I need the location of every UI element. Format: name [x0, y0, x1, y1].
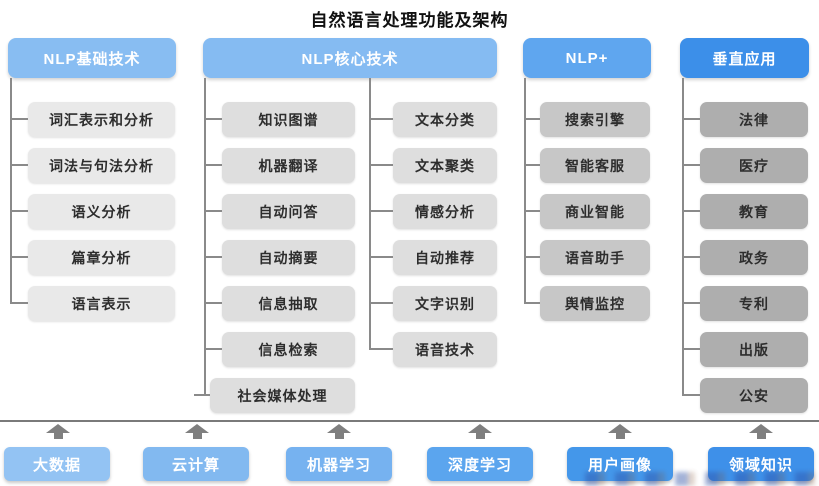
diagram-node: 文本分类 [371, 102, 497, 137]
column-vertical-app-items: 法律 医疗 教育 政务 专利 出版 公安 [684, 102, 808, 424]
up-arrow-icon [46, 424, 70, 439]
connector-line [682, 78, 684, 396]
diagram-node: 语音助手 [526, 240, 650, 275]
column-header-nlp-core: NLP核心技术 [203, 38, 497, 78]
diagram-node: 搜索引擎 [526, 102, 650, 137]
connector-line [10, 78, 12, 304]
foundation-separator-line [0, 420, 819, 422]
diagram-node: 出版 [684, 332, 808, 367]
diagram-node: 文字识别 [371, 286, 497, 321]
watermark-blur [585, 472, 815, 486]
diagram-node: 情感分析 [371, 194, 497, 229]
column-nlp-basic-items: 词汇表示和分析 词法与句法分析 语义分析 篇章分析 语言表示 [12, 102, 175, 332]
diagram-node: 自动摘要 [206, 240, 355, 275]
foundation-box-dl: 深度学习 [427, 447, 533, 481]
diagram-node: 教育 [684, 194, 808, 229]
connector-line [524, 78, 526, 304]
up-arrow-icon [749, 424, 773, 439]
column-header-nlp-plus: NLP+ [523, 38, 651, 78]
page-title: 自然语言处理功能及架构 [310, 11, 509, 30]
diagram-node: 公安 [684, 378, 808, 413]
up-arrow-icon [185, 424, 209, 439]
diagram-node: 语言表示 [12, 286, 175, 321]
column-header-nlp-basic: NLP基础技术 [8, 38, 176, 78]
column-nlp-core-left-items: 知识图谱 机器翻译 自动问答 自动摘要 信息抽取 信息检索 社会媒体处理 [194, 102, 355, 424]
diagram-node: 信息检索 [206, 332, 355, 367]
diagram-node: 词法与句法分析 [12, 148, 175, 183]
foundation-box-cloud: 云计算 [143, 447, 249, 481]
diagram-node: 政务 [684, 240, 808, 275]
diagram-node: 商业智能 [526, 194, 650, 229]
up-arrow-icon [327, 424, 351, 439]
diagram-node: 篇章分析 [12, 240, 175, 275]
diagram-node: 机器翻译 [206, 148, 355, 183]
foundation-box-user-profile: 用户画像 [567, 447, 673, 481]
foundation-box-bigdata: 大数据 [4, 447, 110, 481]
diagram-node: 语义分析 [12, 194, 175, 229]
diagram-node: 自动问答 [206, 194, 355, 229]
diagram-node: 社会媒体处理 [194, 378, 355, 413]
diagram-node: 语音技术 [371, 332, 497, 367]
diagram-node: 智能客服 [526, 148, 650, 183]
diagram-node: 知识图谱 [206, 102, 355, 137]
diagram-node: 医疗 [684, 148, 808, 183]
foundation-box-ml: 机器学习 [286, 447, 392, 481]
connector-line [204, 78, 206, 396]
diagram-node: 法律 [684, 102, 808, 137]
connector-line [369, 78, 371, 350]
column-header-vertical-app: 垂直应用 [680, 38, 809, 78]
diagram-node: 舆情监控 [526, 286, 650, 321]
column-nlp-core-right-items: 文本分类 文本聚类 情感分析 自动推荐 文字识别 语音技术 [371, 102, 497, 378]
diagram-node: 自动推荐 [371, 240, 497, 275]
up-arrow-icon [468, 424, 492, 439]
foundation-box-domain-knowledge: 领域知识 [708, 447, 814, 481]
diagram-node: 词汇表示和分析 [12, 102, 175, 137]
diagram-node: 信息抽取 [206, 286, 355, 321]
diagram-node: 文本聚类 [371, 148, 497, 183]
column-nlp-plus-items: 搜索引擎 智能客服 商业智能 语音助手 舆情监控 [526, 102, 650, 332]
diagram-node: 专利 [684, 286, 808, 321]
up-arrow-icon [608, 424, 632, 439]
